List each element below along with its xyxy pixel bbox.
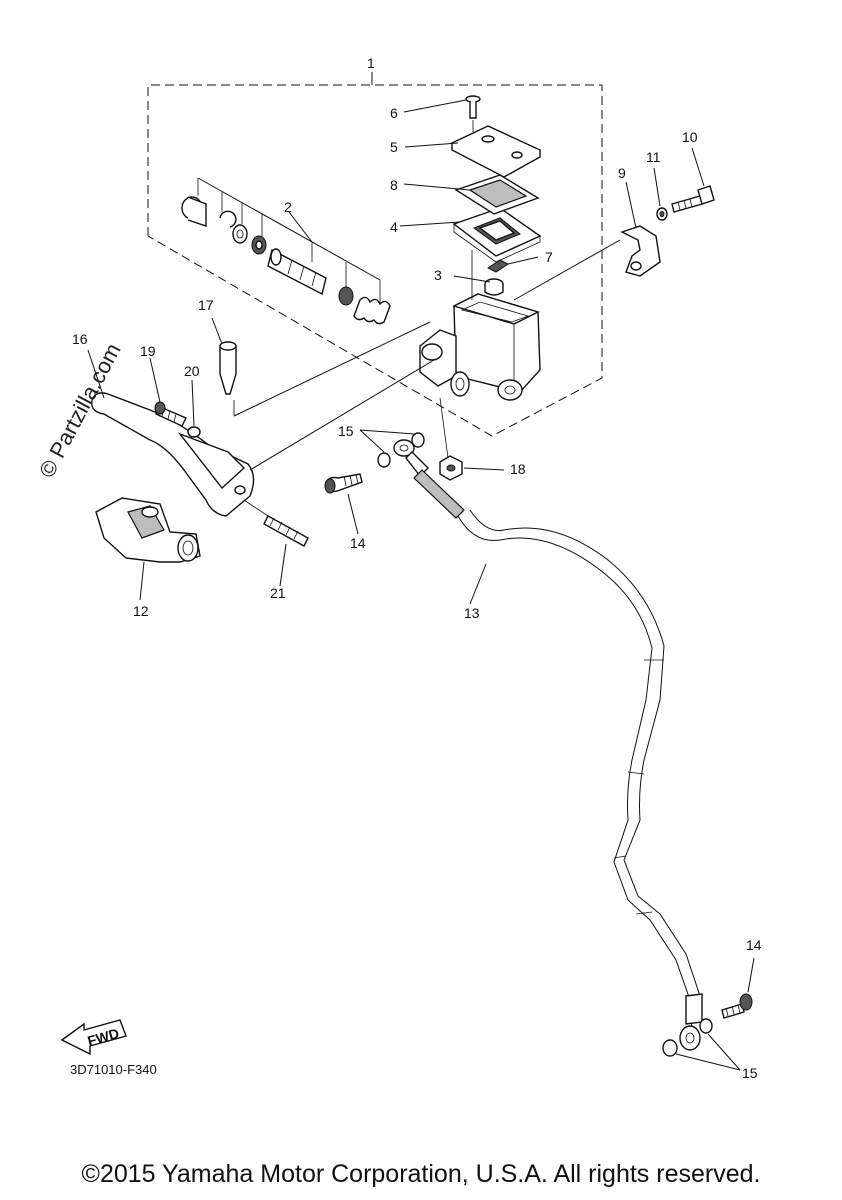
label-11: 11 bbox=[646, 149, 661, 165]
label-16: 16 bbox=[72, 331, 88, 347]
pivot-nut-part bbox=[187, 379, 201, 438]
label-18: 18 bbox=[510, 461, 526, 477]
label-20: 20 bbox=[184, 363, 200, 379]
label-14-bottom: 14 bbox=[746, 937, 762, 953]
diagram-code: 3D71010-F340 bbox=[70, 1062, 157, 1077]
copper-washers-bottom-part bbox=[662, 1018, 741, 1071]
label-15-bottom: 15 bbox=[742, 1065, 758, 1081]
label-6: 6 bbox=[390, 105, 398, 121]
brake-hose-part bbox=[393, 439, 703, 1051]
brake-lever-part bbox=[87, 349, 435, 517]
part-labels: 1 2 3 4 5 6 7 8 9 10 11 12 13 14 14 15 1… bbox=[72, 55, 762, 1081]
reservoir-cap-part bbox=[404, 125, 542, 178]
label-14-top: 14 bbox=[350, 535, 366, 551]
label-9: 9 bbox=[618, 165, 626, 181]
label-19: 19 bbox=[140, 343, 156, 359]
banjo-nut-part bbox=[439, 397, 505, 481]
copyright-notice: ©2015 Yamaha Motor Corporation, U.S.A. A… bbox=[81, 1160, 761, 1188]
lever-pivot-pin-part bbox=[211, 317, 431, 417]
master-cylinder-assembly-boundary bbox=[147, 72, 603, 437]
label-12: 12 bbox=[133, 603, 149, 619]
label-5: 5 bbox=[390, 139, 398, 155]
clamp-washer-part bbox=[653, 167, 668, 221]
fwd-arrow-icon: FWD bbox=[60, 1019, 127, 1056]
adjuster-stud-part bbox=[243, 499, 309, 587]
master-cylinder-body bbox=[419, 239, 621, 401]
copper-washers-top-part bbox=[359, 429, 425, 468]
label-2: 2 bbox=[284, 199, 292, 215]
label-7: 7 bbox=[545, 249, 553, 265]
label-4: 4 bbox=[390, 219, 398, 235]
label-13: 13 bbox=[464, 605, 480, 621]
union-bolt-top-part bbox=[324, 473, 363, 535]
label-15-top: 15 bbox=[338, 423, 354, 439]
pivot-bolt-part bbox=[149, 357, 187, 427]
piston-kit-part bbox=[181, 177, 391, 325]
reservoir-float-part bbox=[453, 275, 504, 296]
cap-screw-part bbox=[403, 95, 481, 132]
reservoir-plate-part bbox=[487, 256, 539, 273]
label-3: 3 bbox=[434, 267, 442, 283]
label-8: 8 bbox=[390, 177, 398, 193]
label-21: 21 bbox=[270, 585, 286, 601]
label-1: 1 bbox=[367, 55, 375, 71]
switch-housing-part bbox=[95, 497, 201, 601]
label-10: 10 bbox=[682, 129, 698, 145]
handlebar-clamp-part bbox=[620, 181, 661, 277]
clamp-bolt-part bbox=[671, 147, 715, 213]
union-bolt-bottom-part bbox=[721, 957, 755, 1019]
label-17: 17 bbox=[198, 297, 214, 313]
diaphragm-part bbox=[399, 207, 542, 300]
gasket-plate-part bbox=[403, 174, 540, 215]
